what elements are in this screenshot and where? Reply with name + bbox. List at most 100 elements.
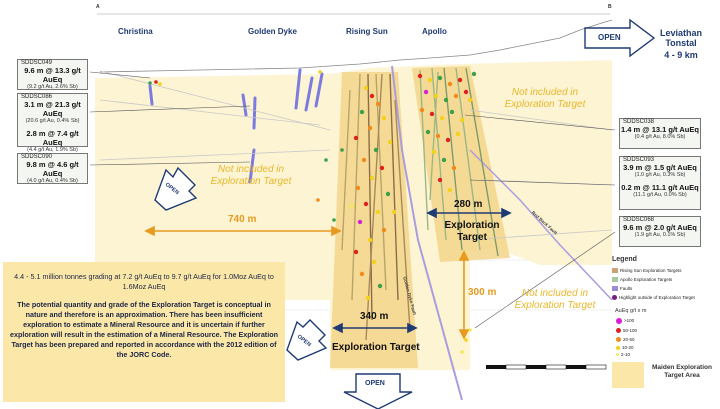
callout-intercept: 3.1 m @ 21.3 g/t AuEq [24,100,81,118]
legend-grade-dot [616,318,622,324]
apollo-grade-dots [417,71,477,193]
callout-id: SDDSC090 [21,154,53,160]
legend-grade-10-20: 10-20 [616,345,634,350]
callout-detail: (4.0 g/t Au, 0.4% Sb) [27,178,78,184]
callout-detail-2: (4.4 g/t Au, 1.9% Sb) [27,147,78,153]
callout-intercept: 9.6 m @ 13.3 g/t AuEq [24,66,81,84]
exploration-target-label-rising-sun: Exploration Target [332,342,420,353]
callout-intercept-2: 0.2 m @ 11.1 g/t AuEq [621,183,699,192]
dim-280-label: 280 m [454,199,483,210]
callout-sddsc038: SDDSC038 1.4 m @ 13.1 g/t AuEq (0.4 g/t … [619,118,701,149]
callout-sddsc093: SDDSC093 3.9 m @ 1.5 g/t AuEq (1.0 g/t A… [619,156,701,210]
callout-detail: (1.9 g/t Au, 0.1% Sb) [634,232,686,238]
dim-740-label: 740 m [228,214,257,225]
legend-item-label: Apollo Exploration Targets [620,277,673,282]
legend-grade-dot [616,337,621,343]
not-included-label-topright: Not included in Exploration Target [504,87,586,110]
legend-grade-dot [616,353,619,357]
callout-intercept: 9.6 m @ 2.0 g/t AuEq [623,223,697,232]
not-included-label-left: Not included in Exploration Target [210,164,292,187]
section-marker-a: A [96,4,100,10]
dim-340-label: 340 m [360,311,389,322]
dim-280-arrow [426,207,512,219]
legend-item-apollo: Apollo Exploration Targets [612,277,673,283]
legend-area-swatch [612,362,644,388]
topography-line [100,14,612,72]
legend-grade-dot [616,345,620,350]
legend-grade-gt100: >100 [616,318,634,324]
leviathan-name: Leviathan Tonstal [659,28,702,48]
legend-item-label: Highlight outside of Exploration Target [619,295,695,300]
legend-swatch [612,295,617,301]
dim-300-label: 300 m [468,287,497,298]
callout-id: SDDSC086 [21,94,53,100]
legend-grade-label: 20-50 [623,337,635,342]
golden-dyke-fault-line [391,65,463,401]
legend-item-label: Rising Sun Exploration Targets [620,268,682,273]
callout-detail: (1.0 g/t Au, 0.3% Sb) [634,172,686,178]
christina-veins [148,68,324,184]
section-marker-b: B [608,4,612,10]
legend-swatch [612,277,618,283]
open-arrow-right [584,18,656,58]
locality-christina: Christina [118,27,153,36]
callout-leaders [89,71,616,329]
not-included-label-bottomright: Not included in Exploration Target [514,288,596,311]
legend-item-label: Faults [620,286,633,291]
red-back-fault-line [469,149,613,301]
dim-300-arrow [458,250,470,340]
open-arrow-down [343,373,413,409]
legend-title: Legend [612,256,637,263]
legend-grade-label: 10-20 [622,345,634,350]
info-disclaimer-text: The potential quantity and grade of the … [10,300,278,359]
legend-swatch [612,268,618,274]
legend-item-faults: Faults [612,286,633,292]
open-label-bottom: OPEN [365,380,385,387]
exploration-target-label-apollo: Exploration Target [444,220,500,243]
locality-rising-sun: Rising Sun [346,27,388,36]
callout-id: SDDSC068 [623,217,655,223]
rising-sun-grade-dots [349,85,397,301]
callout-detail-2: (11.1 g/t Au, 0.0% Sb) [633,192,687,198]
locality-apollo: Apollo [422,27,447,36]
open-arrow-downleft [154,166,198,211]
rising-sun-drill-traces [341,73,411,341]
callout-detail: (0.4 g/t Au, 8.0% Sb) [634,134,686,140]
callout-id: SDDSC038 [623,119,655,125]
callout-sddsc049: SDDSC049 9.6 m @ 13.3 g/t AuEq (9.2 g/t … [17,59,88,90]
callout-sddsc086: SDDSC086 3.1 m @ 21.3 g/t AuEq (20.6 g/t… [17,93,88,153]
callout-sddsc068: SDDSC068 9.6 m @ 2.0 g/t AuEq (1.9 g/t A… [619,216,701,247]
callout-id: SDDSC049 [21,60,53,66]
locality-golden-dyke: Golden Dyke [248,27,297,36]
callout-intercept: 1.4 m @ 13.1 g/t AuEq [621,125,699,134]
legend-item-highlight: Highlight outside of Exploration Target [612,295,695,301]
legend: Legend Rising Sun Exploration Targets Ap… [612,256,718,406]
legend-grade-2-10: 2-10 [616,352,630,357]
callout-id: SDDSC093 [623,157,655,163]
legend-grade-dot [616,328,621,334]
callout-intercept: 9.8 m @ 4.6 g/t AuEq [26,160,79,178]
legend-grade-20-50: 20-50 [616,337,635,343]
exploration-target-info-box: 4.4 - 5.1 million tonnes grading at 7.2 … [3,262,285,402]
callout-detail: (20.6 g/t Au, 0.4% Sb) [25,118,80,124]
leviathan-distance: 4 - 9 km [664,50,698,60]
open-arrow-downleft-2 [286,319,328,361]
other-grade-dots [148,70,472,354]
dim-340-arrow [332,322,418,334]
callout-sddsc090: SDDSC090 9.8 m @ 4.6 g/t AuEq (4.0 g/t A… [17,153,88,184]
dim-740-arrow [144,225,342,237]
scale-bar [486,364,607,370]
info-tonnage-text: 4.4 - 5.1 million tonnes grading at 7.2 … [14,272,274,291]
legend-swatch [612,286,618,292]
legend-grade-title: AuEq g/t x m [615,308,647,314]
legend-grade-label: 2-10 [621,352,631,357]
legend-grade-50-100: 50-100 [616,328,638,334]
legend-item-rising-sun: Rising Sun Exploration Targets [612,268,682,274]
callout-intercept-2: 2.8 m @ 7.4 g/t AuEq [26,129,79,147]
legend-grade-label: >100 [624,318,635,324]
legend-area-label: Maiden Exploration Target Area [652,364,712,379]
callout-intercept: 3.9 m @ 1.5 g/t AuEq [623,163,697,172]
legend-grade-label: 50-100 [623,328,638,333]
callout-detail: (9.2 g/t Au, 2.6% Sb) [27,84,78,90]
open-label-right: OPEN [598,33,621,42]
